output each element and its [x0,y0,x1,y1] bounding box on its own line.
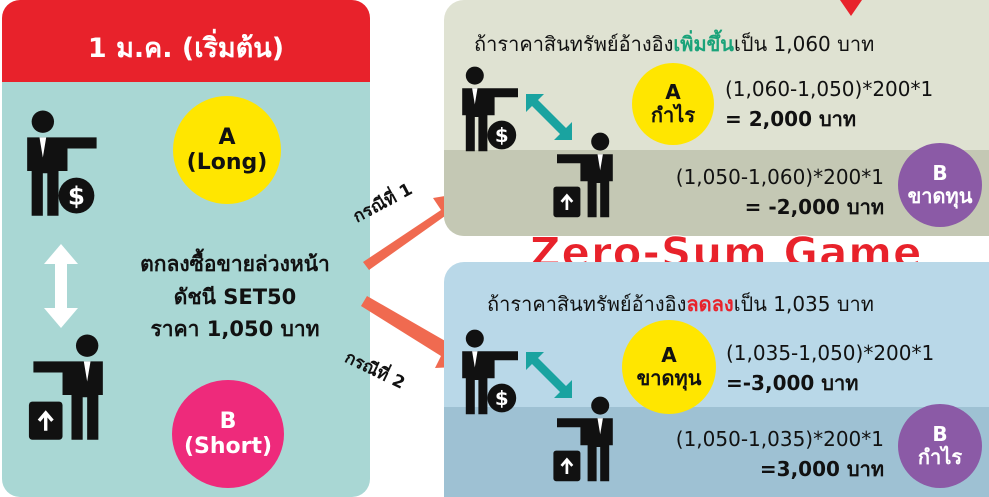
case2-panel [444,262,989,497]
case1-headline: ถ้าราคาสินทรัพย์อ้างอิงเพิ่มขึ้นเป็น 1,0… [474,28,874,60]
contract-text: ตกลงซื้อขายล่วงหน้า ดัชนี SET50 ราคา 1,0… [105,248,365,346]
case1-b-loss-badge: B ขาดทุน [898,143,982,227]
case2-headline-pre: ถ้าราคาสินทรัพย์อ้างอิง [487,292,687,316]
case2-headline-highlight: ลดลง [686,292,734,316]
case1-exchange-arrow-icon [526,94,572,140]
left-panel-title: 1 ม.ค. (เริ่มต้น) [87,33,285,64]
case2-headline: ถ้าราคาสินทรัพย์อ้างอิงลดลงเป็น 1,035 บา… [487,288,874,320]
case1-headline-pre: ถ้าราคาสินทรัพย์อ้างอิง [474,32,674,56]
case1-b-formula: (1,050-1,060)*200*1 [675,165,884,189]
case1-a-formula: (1,060-1,050)*200*1 [725,77,934,101]
party-b-letter: B [219,408,237,434]
case2-seller-icon [548,392,620,484]
case2-a-formula: (1,035-1,050)*200*1 [726,341,935,365]
case1-seller-icon [548,128,620,220]
seller-figure-icon [22,330,112,442]
case2-b-profit-badge: B กำไร [898,404,982,488]
case2-a-calc: (1,035-1,050)*200*1 =-3,000 บาท [726,338,934,398]
case1-b-status: ขาดทุน [907,184,973,208]
case1-b-result: = -2,000 บาท [744,195,884,219]
case2-a-result: =-3,000 บาท [726,371,859,395]
case1-a-letter: A [665,80,681,104]
party-b-short-badge: B (Short) [172,380,284,488]
case1-arrow-icon [363,192,469,270]
top-pointer-icon [840,0,862,16]
case1-a-result: = 2,000 บาท [725,107,857,131]
case2-exchange-arrow-icon [526,352,572,398]
case2-b-formula: (1,050-1,035)*200*1 [675,427,884,451]
contract-line3: ราคา 1,050 บาท [150,317,320,342]
case2-a-status: ขาดทุน [636,366,702,390]
case1-a-status: กำไร [650,103,696,127]
case2-a-letter: A [661,343,677,367]
case2-b-letter: B [932,422,948,446]
case1-a-calc: (1,060-1,050)*200*1 = 2,000 บาท [725,74,933,134]
party-a-letter: A [218,124,236,150]
contract-line2: ดัชนี SET50 [173,284,297,309]
left-panel-header [2,0,370,82]
case2-buyer-icon [455,325,527,417]
case1-b-calc: (1,050-1,060)*200*1 = -2,000 บาท [630,162,884,222]
party-a-role: (Long) [186,150,268,175]
case1-headline-highlight: เพิ่มขึ้น [673,32,734,56]
party-a-long-badge: A (Long) [173,96,281,204]
case2-b-result: =3,000 บาท [759,457,884,481]
double-arrow-icon [44,244,78,328]
case1-b-letter: B [932,161,948,185]
case2-b-status: กำไร [917,445,963,469]
case1-headline-post: เป็น 1,060 บาท [733,32,875,56]
party-b-role: (Short) [183,434,273,459]
case2-headline-post: เป็น 1,035 บาท [733,292,874,316]
case2-a-loss-badge: A ขาดทุน [622,320,716,414]
case2-b-calc: (1,050-1,035)*200*1 =3,000 บาท [630,424,884,484]
contract-line1: ตกลงซื้อขายล่วงหน้า [140,252,330,276]
case1-buyer-icon [455,62,527,154]
case1-a-profit-badge: A กำไร [632,63,714,145]
buyer-figure-icon [18,106,108,218]
